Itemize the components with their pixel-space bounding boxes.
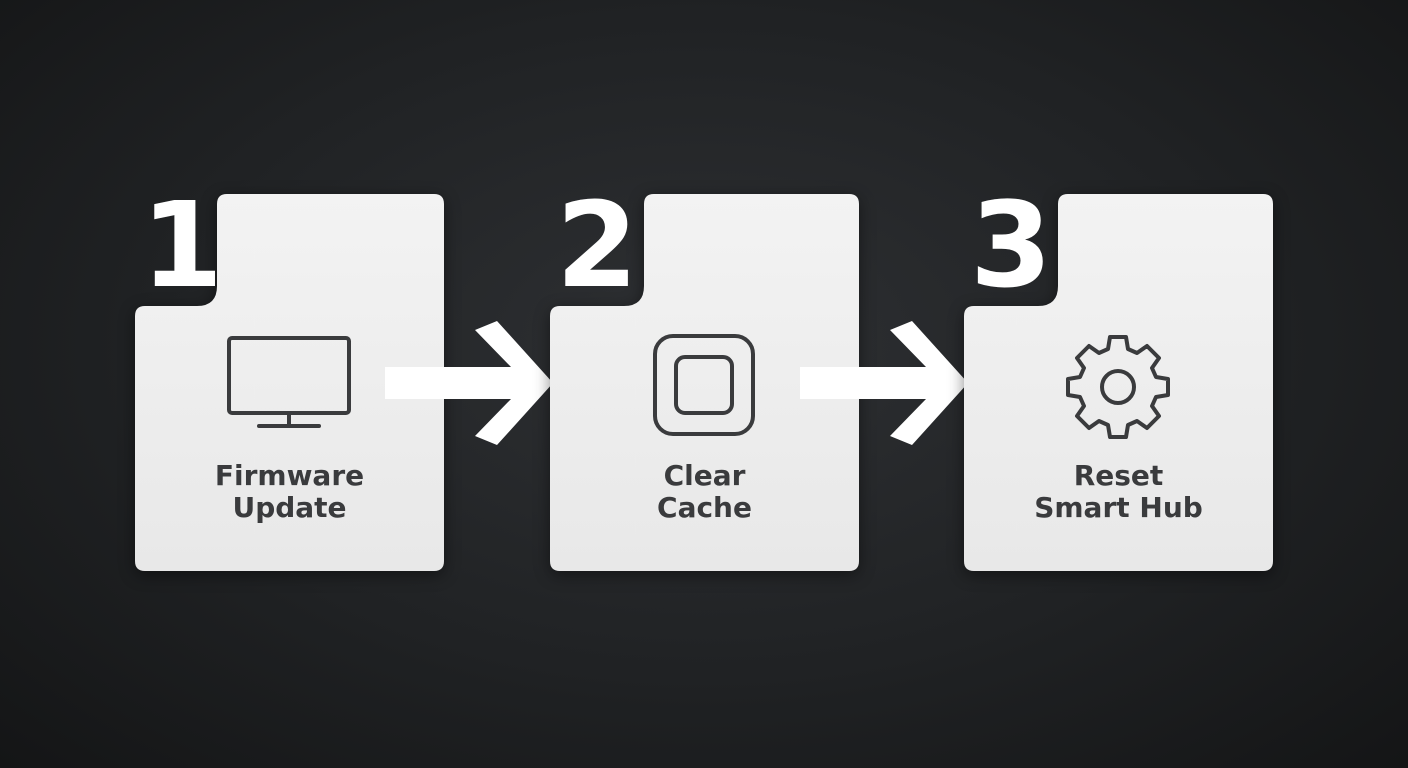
rounded-square-icon xyxy=(653,334,755,436)
step-label-line2: Cache xyxy=(657,491,752,524)
step-number: 3 xyxy=(970,176,1052,314)
step-number: 2 xyxy=(556,176,638,314)
step-label-line1: Clear xyxy=(663,459,746,492)
step-card-shape xyxy=(550,194,859,571)
right-arrow-icon xyxy=(385,321,553,445)
step-card-shape xyxy=(964,194,1273,571)
step-label-line1: Firmware xyxy=(214,459,365,492)
step-label-line2: Smart Hub xyxy=(1034,491,1203,524)
step-card-shape xyxy=(135,194,444,571)
tv-icon xyxy=(227,336,351,428)
step-card-3: 3 Reset Smart Hub xyxy=(964,186,1273,571)
step-card-2: 2 Clear Cache xyxy=(550,186,859,571)
gear-icon xyxy=(1066,335,1170,439)
right-arrow-icon xyxy=(800,321,968,445)
step-label: Firmware Update xyxy=(135,460,444,524)
step-number: 1 xyxy=(141,176,223,314)
step-label-line2: Update xyxy=(232,491,347,524)
step-label: Clear Cache xyxy=(550,460,859,524)
step-label: Reset Smart Hub xyxy=(964,460,1273,524)
step-label-line1: Reset xyxy=(1073,459,1164,492)
step-card-1: 1 Firmware Update xyxy=(135,186,444,571)
